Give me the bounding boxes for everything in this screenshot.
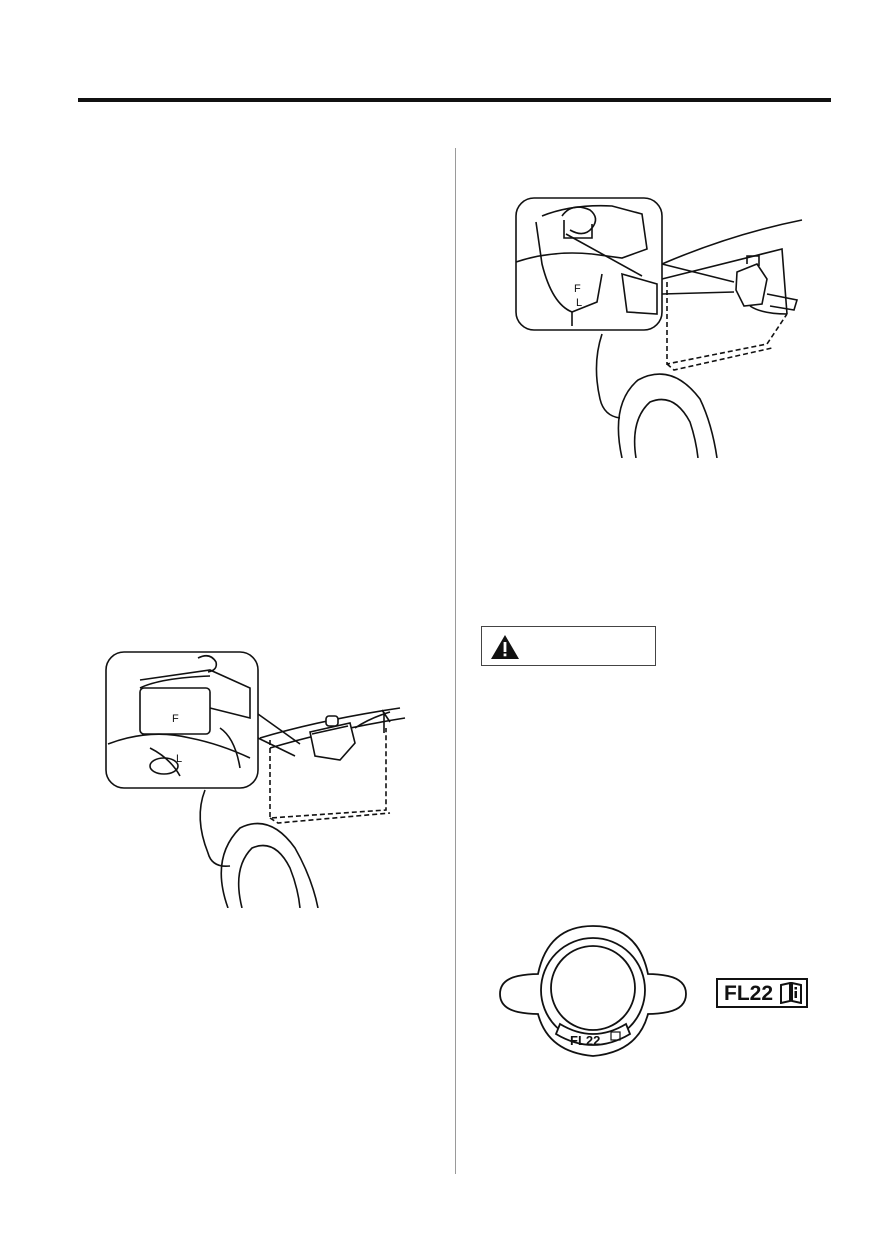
letter-f: F	[574, 283, 581, 295]
reservoir-illustration-left: F L	[100, 648, 410, 908]
column-divider	[455, 148, 456, 1174]
letter-l: L	[176, 753, 182, 765]
owner-manual-book-icon	[780, 982, 802, 1004]
cap-marking-symbol: FL22	[716, 978, 808, 1008]
warning-box	[481, 626, 656, 666]
header-rule	[78, 98, 831, 102]
cap-marking-label: FL22	[724, 982, 774, 1005]
letter-f: F	[172, 713, 179, 725]
reservoir-illustration-right: F L	[512, 194, 812, 458]
radiator-cap-illustration: FL22	[498, 924, 688, 1064]
warning-triangle-icon	[491, 635, 519, 659]
letter-l: L	[576, 297, 582, 309]
cap-text: FL22	[570, 1033, 600, 1048]
